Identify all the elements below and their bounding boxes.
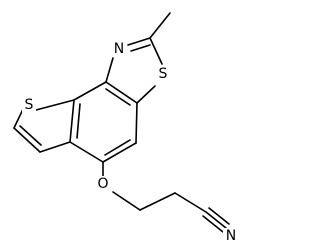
bond-n-c2t-double	[130, 44, 151, 52]
bond-c9a-n	[105, 57, 114, 83]
bond-s1-c9b	[35, 99, 75, 111]
bond-cn-n-1	[205, 211, 227, 229]
bond-c2-c3-double	[19, 125, 42, 146]
thiophene-sulfur-label: S	[25, 97, 34, 113]
bond-c5-c5a	[135, 102, 138, 144]
ether-oxygen-label: O	[97, 176, 108, 192]
bonds	[13, 12, 230, 233]
atom-labels: S N S O N	[22, 41, 238, 244]
bond-st-c5a	[136, 85, 156, 104]
bond-ch2b-cn	[174, 192, 207, 213]
bond-c5a-c9a-double	[105, 88, 131, 106]
bond-ch2a-ch2b	[139, 192, 176, 211]
bond-c9a-c9b	[73, 81, 107, 101]
thiazole-nitrogen-label: N	[114, 41, 124, 57]
bond-n-c2t	[127, 37, 151, 46]
bond-c2t-methyl	[149, 12, 171, 39]
bond-c9b-c3a	[69, 99, 75, 143]
thiophene-sulfur: S	[22, 97, 36, 113]
bond-cn-n-2	[208, 207, 230, 225]
bond-c4-c5	[102, 142, 137, 163]
bond-o-ch2a	[112, 191, 141, 211]
bond-c4-c5-double	[104, 139, 131, 156]
nitrile-nitrogen-label: N	[226, 228, 236, 244]
nitrile-nitrogen: N	[223, 228, 238, 244]
bond-cn-n-3	[202, 215, 224, 233]
thiazole-nitrogen: N	[112, 41, 127, 57]
bond-c3-c3a	[39, 141, 71, 153]
thiazole-sulfur: S	[156, 66, 170, 82]
bond-c9b-c3a-double	[76, 103, 81, 139]
ether-oxygen: O	[96, 176, 111, 192]
bond-c2-c3	[13, 127, 41, 153]
thiazole-sulfur-label: S	[159, 66, 168, 82]
bond-c2t-st	[149, 37, 163, 65]
molecule-structure: S N S O N	[13, 12, 238, 244]
bond-c5a-c9a	[105, 81, 138, 104]
bond-c3a-c4	[69, 141, 104, 163]
